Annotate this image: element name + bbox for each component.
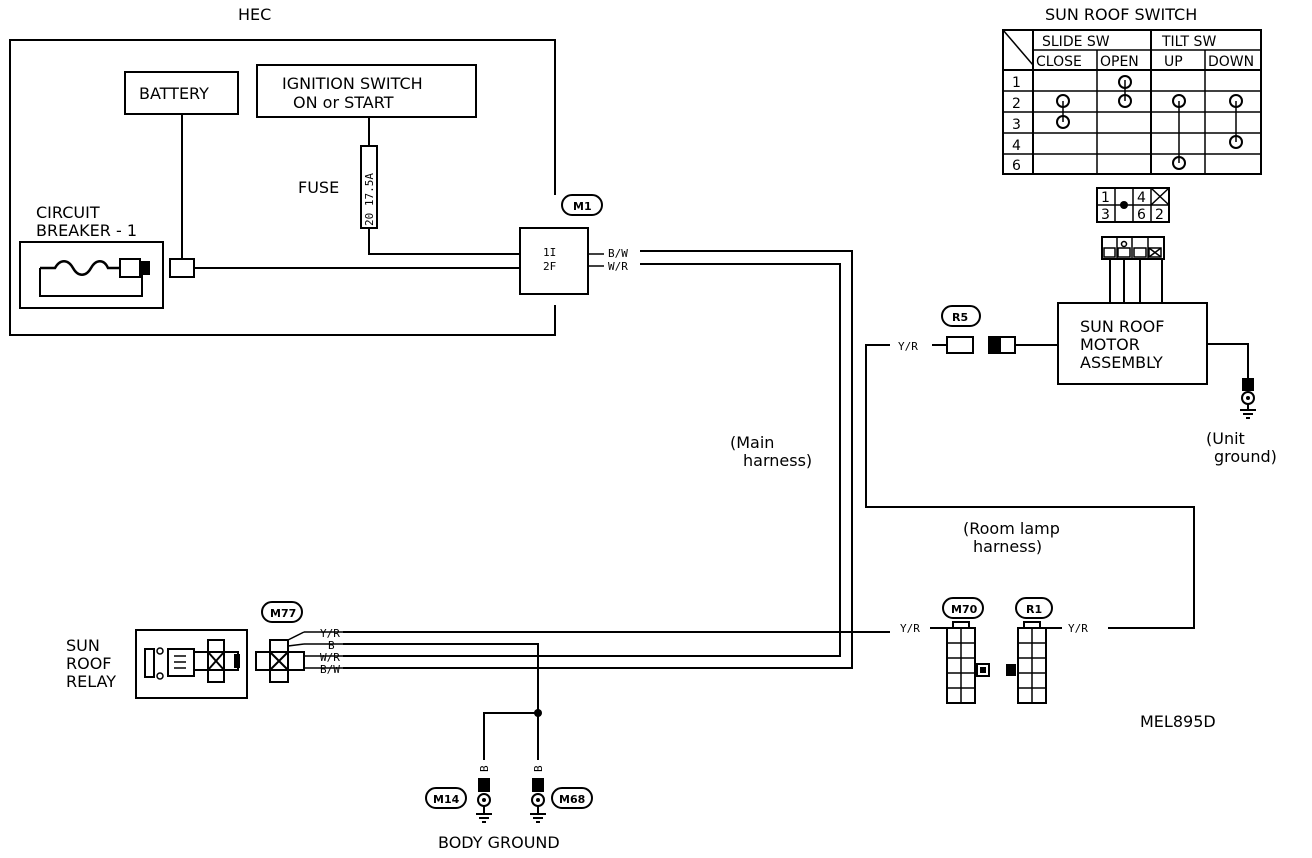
col-up: UP: [1164, 54, 1183, 70]
body-ground-label: BODY GROUND: [438, 833, 560, 852]
relay-label-1: SUN: [66, 636, 100, 655]
m1-connector: M1 1I 2F B/W W/R: [519, 194, 628, 295]
m1-pin-2: 2F: [543, 260, 556, 273]
m77-wire-yr: Y/R: [320, 627, 340, 640]
m1-wire-bw: B/W: [608, 247, 628, 260]
main-harness-label-1: (Main: [730, 433, 774, 452]
circuit-breaker-block: CIRCUIT BREAKER - 1: [19, 203, 520, 309]
room-lamp-harness-label-1: (Room lamp: [963, 519, 1060, 538]
r1-label: R1: [1026, 603, 1042, 616]
m70-connector: M70 Y/R: [900, 597, 990, 704]
switch-pin-4: 4: [1137, 190, 1146, 206]
r1-connector: R1 Y/R: [1006, 597, 1088, 704]
r5-wire-yr: Y/R: [898, 340, 918, 353]
r1-wire-yr: Y/R: [1068, 622, 1088, 635]
m68-label: M68: [559, 793, 585, 806]
m1-wire-wr: W/R: [608, 260, 628, 273]
room-lamp-harness-label-2: harness): [973, 537, 1042, 556]
m14-wire-b: B: [478, 765, 491, 772]
main-harness-label-2: harness): [743, 451, 812, 470]
col-close: CLOSE: [1036, 54, 1082, 70]
unit-ground-label-1: (Unit: [1206, 429, 1245, 448]
row-3-label: 3: [1012, 117, 1021, 133]
switch-connector-face: 1 4 3 6 2: [1096, 187, 1170, 223]
battery-block: BATTERY: [124, 71, 239, 258]
m77-wire-wr: W/R: [320, 651, 340, 664]
fuse-block: FUSE 20 17.5A: [298, 145, 520, 255]
ignition-label-1: IGNITION SWITCH: [282, 74, 423, 93]
row-1-label: 1: [1012, 75, 1021, 91]
row-6-label: 6: [1012, 158, 1021, 174]
m77-connector: M77 Y/R B W/R B/W: [255, 601, 343, 683]
unit-ground-label-2: ground): [1214, 447, 1277, 466]
relay-label-3: RELAY: [66, 672, 116, 691]
row-4-label: 4: [1012, 138, 1021, 154]
m70-wire-yr: Y/R: [900, 622, 920, 635]
m77-wire-b: B: [328, 639, 335, 652]
ignition-label-2: ON or START: [293, 93, 394, 112]
switch-table-title: SUN ROOF SWITCH: [1045, 5, 1197, 24]
switch-pin-6: 6: [1137, 207, 1146, 223]
circuit-breaker-label-1: CIRCUIT: [36, 203, 100, 222]
main-harness-wires: (Main harness): [343, 250, 853, 669]
unit-ground: (Unit ground): [1206, 378, 1277, 466]
switch-pin-2: 2: [1155, 207, 1164, 223]
fuse-rating-label: 20 17.5A: [363, 173, 376, 226]
battery-label: BATTERY: [139, 84, 209, 103]
group-slide-label: SLIDE SW: [1042, 34, 1110, 50]
sun-roof-relay: SUN ROOF RELAY: [66, 629, 248, 699]
sun-roof-switch-table: SUN ROOF SWITCH SLIDE SW TILT SW CLOSE O…: [1002, 5, 1262, 175]
m1-label: M1: [573, 200, 592, 213]
r5-label: R5: [952, 311, 968, 324]
m77-label: M77: [270, 607, 296, 620]
motor-label-1: SUN ROOF: [1080, 317, 1164, 336]
sun-roof-motor-assembly: SUN ROOF MOTOR ASSEMBLY: [1057, 302, 1249, 385]
body-ground-wiring: B B: [343, 643, 545, 772]
col-down: DOWN: [1208, 54, 1254, 70]
switch-pin-3: 3: [1101, 207, 1110, 223]
m68-wire-b: B: [532, 765, 545, 772]
circuit-breaker-label-2: BREAKER - 1: [36, 221, 137, 240]
row-2-label: 2: [1012, 96, 1021, 112]
switch-pin-1: 1: [1101, 190, 1110, 206]
motor-harness-connector: [1101, 236, 1165, 303]
relay-label-2: ROOF: [66, 654, 112, 673]
m70-label: M70: [951, 603, 978, 616]
hec-box: HEC: [9, 5, 556, 336]
hec-label: HEC: [238, 5, 271, 24]
m1-pin-1: 1I: [543, 246, 556, 259]
motor-label-3: ASSEMBLY: [1080, 353, 1163, 372]
group-tilt-label: TILT SW: [1161, 34, 1216, 50]
figure-code: MEL895D: [1140, 712, 1216, 731]
ignition-switch-block: IGNITION SWITCH ON or START: [256, 64, 477, 146]
m14-ground: M14: [425, 778, 492, 823]
col-open: OPEN: [1100, 54, 1139, 70]
m68-ground: M68: [530, 778, 593, 823]
m14-label: M14: [433, 793, 460, 806]
m77-wire-bw: B/W: [320, 663, 340, 676]
motor-label-2: MOTOR: [1080, 335, 1140, 354]
r5-connector: R5 Y/R: [865, 305, 1195, 629]
fuse-label: FUSE: [298, 178, 339, 197]
